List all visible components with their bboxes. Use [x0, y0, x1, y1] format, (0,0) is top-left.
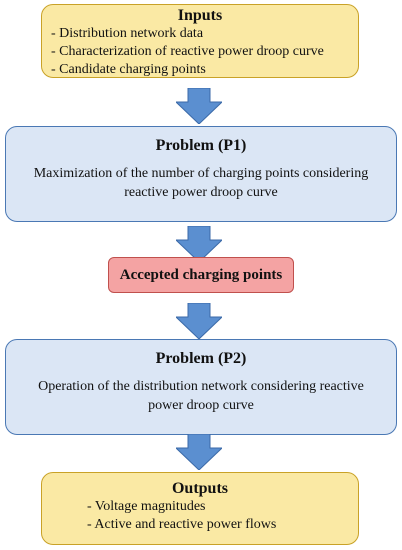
- inputs-item: Distribution network data: [51, 25, 358, 43]
- problem-p1-description: Maximization of the number of charging p…: [33, 166, 369, 200]
- down-arrow-icon: [176, 434, 222, 470]
- inputs-item: Characterization of reactive power droop…: [51, 43, 358, 61]
- accepted-charging-points-box: Accepted charging points: [108, 257, 294, 293]
- problem-p2-box: Problem (P2) Operation of the distributi…: [5, 339, 397, 435]
- outputs-title: Outputs: [171, 480, 229, 497]
- problem-p2-title: Problem (P2): [155, 350, 247, 367]
- down-arrow-icon: [176, 226, 222, 262]
- problem-p1-box: Problem (P1) Maximization of the number …: [5, 126, 397, 222]
- inputs-box: Inputs Distribution network data Charact…: [41, 4, 359, 78]
- accepted-charging-points-label: Accepted charging points: [119, 266, 283, 283]
- inputs-list: Distribution network data Characterizati…: [51, 25, 358, 79]
- inputs-item: Candidate charging points: [51, 61, 358, 79]
- outputs-item: Voltage magnitudes: [87, 498, 358, 516]
- outputs-box: Outputs Voltage magnitudes Active and re…: [41, 472, 359, 545]
- problem-p1-title: Problem (P1): [155, 137, 247, 154]
- down-arrow-icon: [176, 88, 222, 124]
- problem-p2-description: Operation of the distribution network co…: [38, 379, 364, 413]
- down-arrow-icon: [176, 303, 222, 339]
- outputs-item: Active and reactive power flows: [87, 516, 358, 534]
- outputs-list: Voltage magnitudes Active and reactive p…: [87, 498, 358, 534]
- inputs-title: Inputs: [177, 7, 223, 24]
